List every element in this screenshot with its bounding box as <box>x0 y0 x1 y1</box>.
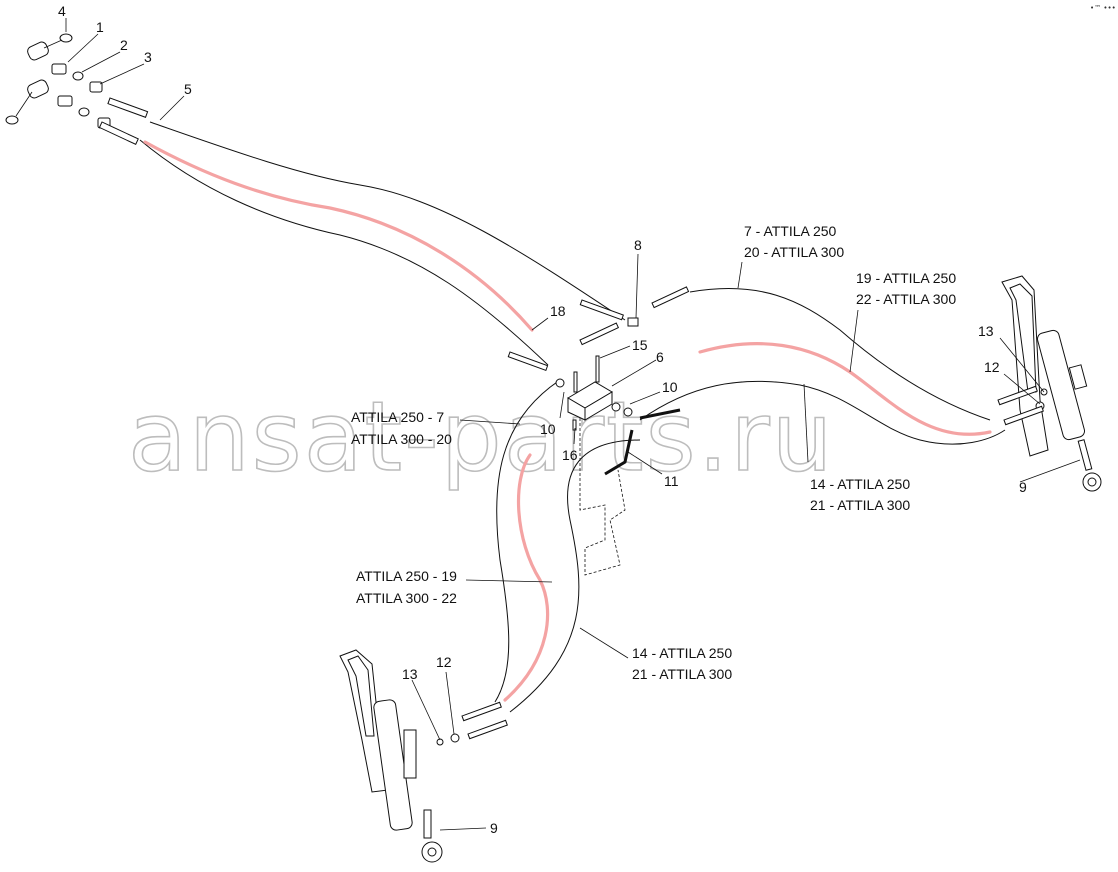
callout-5: 5 <box>184 81 192 97</box>
left-eye-hole <box>427 847 437 857</box>
label-low-center-line2: 21 - ATTILA 300 <box>632 666 732 682</box>
plug-10a <box>555 378 565 388</box>
callout-16: 16 <box>562 447 578 463</box>
hose-18-highlight <box>143 140 534 332</box>
callout-10-right: 10 <box>662 379 678 395</box>
right-rod <box>1077 439 1093 471</box>
elbow-11 <box>604 429 634 476</box>
top-left-fittings <box>5 33 149 146</box>
right-cylinder <box>997 275 1102 492</box>
elbow-11b <box>639 408 681 420</box>
coupler-4b <box>27 79 49 99</box>
callout-9-left: 9 <box>490 820 498 836</box>
nut-3 <box>89 81 103 93</box>
label-mid-right-line2: 21 - ATTILA 300 <box>810 497 910 513</box>
bracket-outline <box>579 418 626 576</box>
fitting-1 <box>51 63 67 75</box>
left-valve <box>403 729 417 779</box>
hose-end-22l <box>461 701 502 722</box>
hose-end-5b <box>98 121 139 146</box>
hose-5-upper <box>149 121 626 321</box>
hose-end-18 <box>507 351 549 372</box>
hose-end-21l <box>467 719 508 740</box>
callout-13-right: 13 <box>978 323 994 339</box>
label-top-right-line2: 22 - ATTILA 300 <box>856 291 956 307</box>
distributor-block <box>507 286 690 576</box>
hose-14-left <box>509 439 641 713</box>
fitting-12-l <box>450 733 460 743</box>
washer-2b <box>78 107 90 117</box>
tee-8 <box>627 317 639 327</box>
label-mid-left-line1: ATTILA 250 - 7 <box>351 409 444 425</box>
bolt-15b <box>573 371 578 393</box>
callout-3: 3 <box>144 49 152 65</box>
left-cylinder <box>339 649 508 863</box>
corner-mark: •™ ••• <box>1090 4 1116 12</box>
left-bracket-inner <box>347 655 375 737</box>
label-mid-left-line2: ATTILA 300 - 20 <box>351 431 452 447</box>
label-top-center-line1: 7 - ATTILA 250 <box>744 223 837 239</box>
washer-13-l <box>436 738 444 746</box>
hose-end-19r <box>997 385 1038 406</box>
washer-2 <box>72 71 84 81</box>
fitting-1b <box>57 95 73 107</box>
label-low-center-line1: 14 - ATTILA 250 <box>632 645 732 661</box>
hose-end-8 <box>579 299 624 321</box>
callout-12-right: 12 <box>984 359 1000 375</box>
hose-end-7 <box>651 286 690 309</box>
callout-15: 15 <box>632 337 648 353</box>
right-eye-hole <box>1087 477 1097 487</box>
hose-end-14 <box>579 322 620 346</box>
leader-lines <box>65 18 1081 831</box>
hose-7-top <box>689 288 991 421</box>
label-low-left-line1: ATTILA 250 - 19 <box>356 568 457 584</box>
label-low-left-line2: ATTILA 300 - 22 <box>356 590 457 606</box>
hose-14-right <box>639 380 1006 445</box>
callout-11: 11 <box>664 473 679 489</box>
callout-1: 1 <box>96 19 104 35</box>
ring-4b <box>5 115 19 125</box>
watermark-text: ansat-parts.ru <box>128 381 835 493</box>
hose-5-lower <box>139 139 549 366</box>
hose-22-highlight <box>503 453 550 702</box>
right-cylinder-body <box>1036 329 1086 441</box>
label-top-right-line1: 19 - ATTILA 250 <box>856 270 956 286</box>
hose-end-14r <box>1003 405 1044 426</box>
coupler-4 <box>27 41 49 61</box>
bolt-15 <box>595 355 600 383</box>
callout-2: 2 <box>120 37 128 53</box>
block-6-side <box>584 391 613 421</box>
hose-7-left <box>494 379 561 703</box>
hoses <box>139 121 1006 713</box>
hose-19-highlight <box>698 342 992 436</box>
callout-labels: 4 1 2 3 5 8 18 15 6 10 10 16 11 7 - ATTI… <box>58 3 1027 836</box>
callout-13-left: 13 <box>402 666 418 682</box>
callout-18: 18 <box>550 303 566 319</box>
callout-9-right: 9 <box>1019 479 1027 495</box>
hose-end-5a <box>107 97 149 118</box>
ring-4 <box>59 33 73 43</box>
callout-8: 8 <box>634 237 642 253</box>
callout-12-left: 12 <box>436 654 452 670</box>
left-rod <box>423 809 432 839</box>
plug-10b <box>611 402 621 412</box>
callout-6: 6 <box>656 349 664 365</box>
label-mid-right-line1: 14 - ATTILA 250 <box>810 476 910 492</box>
plug-10c <box>623 407 633 417</box>
callout-10-left: 10 <box>540 421 556 437</box>
callout-4: 4 <box>58 3 66 19</box>
right-valve <box>1068 364 1088 390</box>
label-top-center-line2: 20 - ATTILA 300 <box>744 244 844 260</box>
stud-16 <box>572 419 577 431</box>
